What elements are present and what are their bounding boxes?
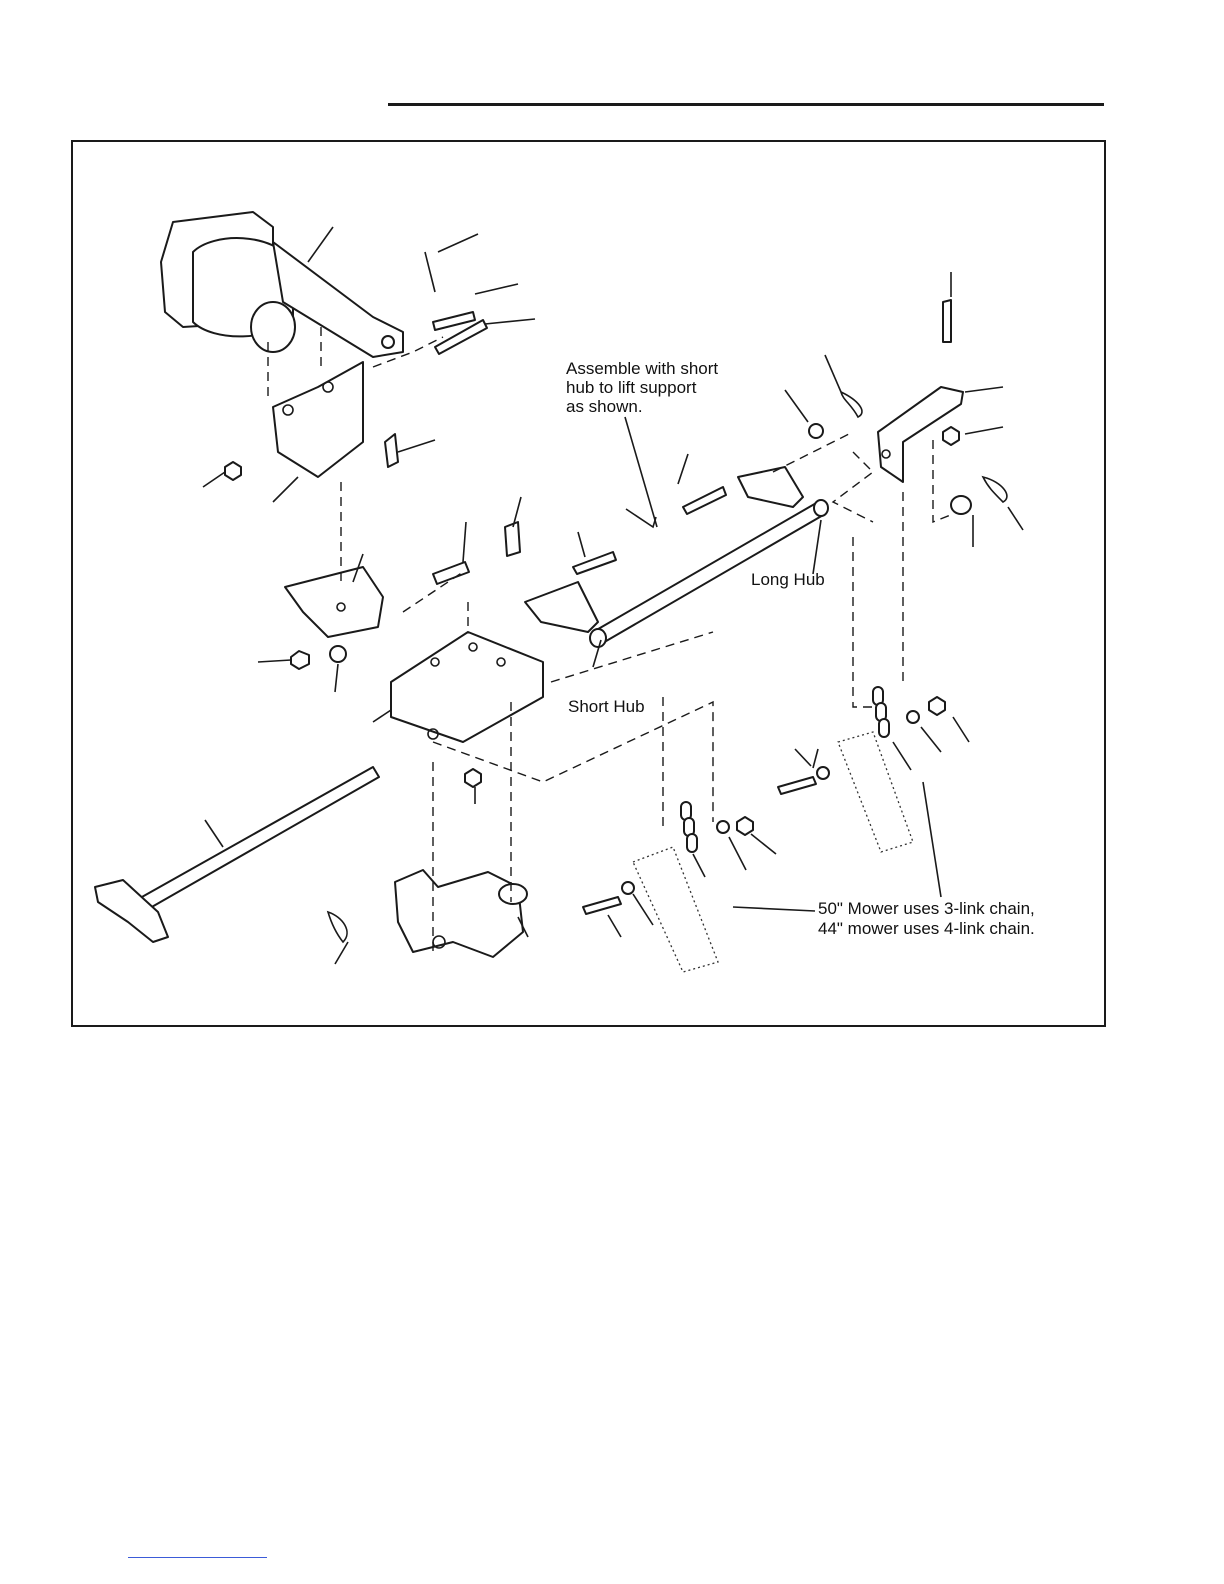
lift-actuator: [161, 212, 403, 357]
assemble-note-line-1: Assemble with short: [566, 359, 718, 378]
chain-note-line-2: 44" mower uses 4-link chain.: [818, 919, 1035, 938]
right-bracket: [809, 300, 1007, 514]
chain-note-line-1: 50" Mower uses 3-link chain,: [818, 899, 1035, 918]
diagram-drawing: [73, 142, 1104, 1025]
header-rule: [388, 103, 1104, 106]
long-hub-label: Long Hub: [751, 570, 825, 589]
assemble-note-line-3: as shown.: [566, 397, 643, 416]
exploded-parts-diagram: Assemble with short hub to lift support …: [71, 140, 1106, 1027]
short-hub-label: Short Hub: [568, 697, 645, 716]
pivot-bracket: [328, 870, 527, 957]
lift-support: [391, 632, 543, 787]
motor-bracket: [225, 362, 398, 480]
footer-link-underline[interactable]: [128, 1557, 267, 1558]
lift-shaft: [525, 467, 828, 647]
assemble-note-line-2: hub to lift support: [566, 378, 696, 397]
pin-set: [425, 252, 487, 354]
